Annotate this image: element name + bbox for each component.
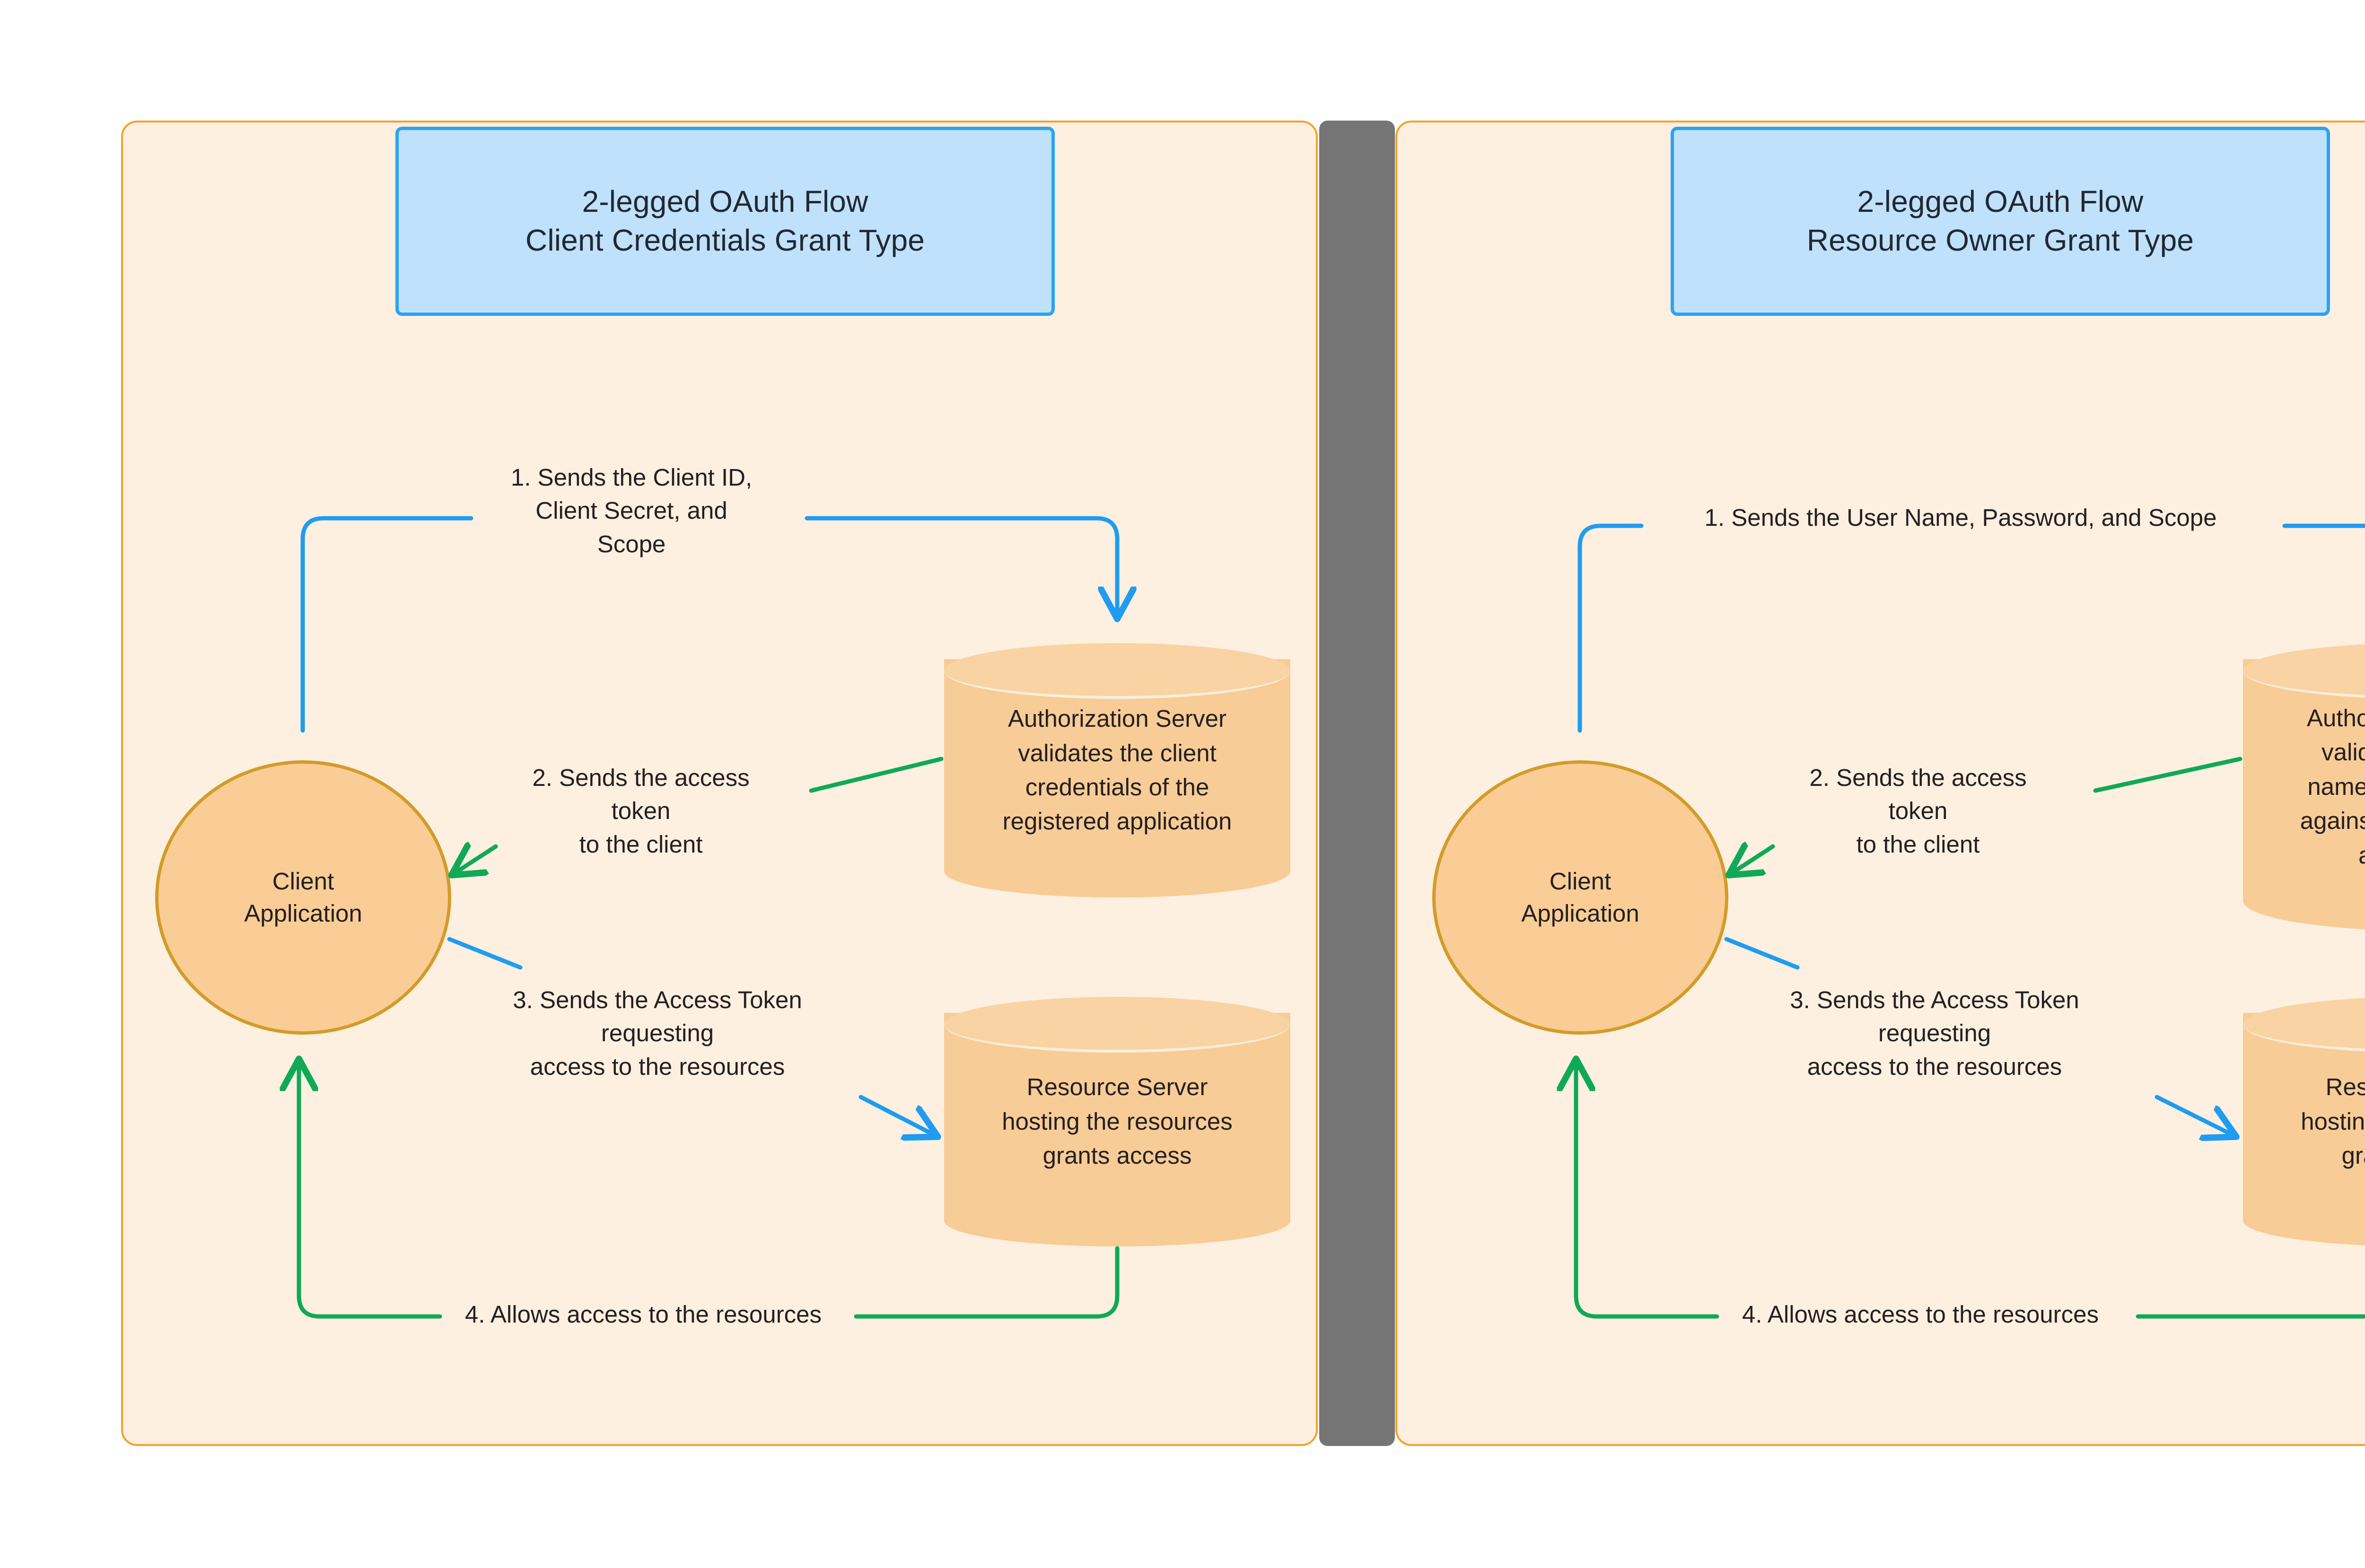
step-label-3-right: 3. Sends the Access Token requesting acc… — [1769, 984, 2100, 1083]
client-label-line-1: Client — [272, 867, 334, 895]
panel-divider — [1319, 121, 1395, 1446]
step-label-2-left: 2. Sends the access token to the client — [494, 761, 788, 861]
step3-line-3: access to the resources — [530, 1053, 785, 1080]
step3-line-3: access to the resources — [1807, 1053, 2062, 1080]
step3-line-2: requesting — [1878, 1019, 1991, 1047]
resource-server-label: Resource Server hosting the resources gr… — [2264, 997, 2365, 1246]
cylinder-top-ellipse — [944, 643, 1290, 699]
step-label-4-right: 4. Allows access to the resources — [1726, 1298, 2114, 1331]
auth-line-2: validates the user — [2321, 739, 2365, 766]
authorization-server-label: Authorization Server validates the clien… — [965, 643, 1270, 897]
step3-line-1: 3. Sends the Access Token — [1790, 986, 2079, 1013]
res-line-3: grants access — [1042, 1142, 1192, 1169]
auth-line-5: application — [2358, 838, 2365, 872]
cylinder-body — [2243, 1013, 2365, 1246]
auth-line-4: against the registered — [2300, 807, 2365, 835]
node-client-application-right: Client Application — [1432, 760, 1728, 1035]
auth-line-4: registered application — [1002, 808, 1232, 835]
step3-line-1: 3. Sends the Access Token — [513, 986, 802, 1013]
auth-line-2: validates the client — [1018, 739, 1217, 767]
title-box-resource-owner: 2-legged OAuth Flow Resource Owner Grant… — [1671, 127, 2330, 316]
step2-line-2: token — [611, 797, 671, 825]
res-line-1: Resource Server — [2325, 1073, 2365, 1101]
step-label-4-left: 4. Allows access to the resources — [449, 1298, 837, 1331]
step4-line-1: 4. Allows access to the resources — [1742, 1301, 2099, 1328]
node-authorization-server-left: Authorization Server validates the clien… — [944, 643, 1290, 897]
resource-server-label: Resource Server hosting the resources gr… — [965, 997, 1270, 1246]
auth-line-1: Authorization Server — [2306, 704, 2365, 732]
cylinder-body — [2243, 659, 2365, 931]
auth-line-1: Authorization Server — [1007, 705, 1227, 732]
node-resource-server-right: Resource Server hosting the resources gr… — [2243, 997, 2365, 1246]
cylinder-body — [944, 659, 1290, 897]
step1-line-1: 1. Sends the Client ID, — [510, 464, 753, 491]
step1-line-1: 1. Sends the User Name, Password, and Sc… — [1704, 504, 2217, 531]
res-line-1: Resource Server — [1026, 1073, 1208, 1101]
step4-line-1: 4. Allows access to the resources — [464, 1301, 822, 1328]
step2-line-1: 2. Sends the access — [532, 764, 750, 791]
res-line-2: hosting the resources — [2301, 1107, 2365, 1135]
client-label-line-2: Application — [1521, 900, 1639, 927]
step-label-2-right: 2. Sends the access token to the client — [1771, 761, 2065, 861]
step1-line-3: Scope — [597, 530, 666, 558]
auth-line-3: name and password — [2307, 773, 2365, 800]
node-resource-server-left: Resource Server hosting the resources gr… — [944, 997, 1290, 1246]
res-line-3: grants access — [2341, 1142, 2365, 1169]
title-box-client-credentials: 2-legged OAuth Flow Client Credentials G… — [395, 127, 1055, 316]
title-line-1: 2-legged OAuth Flow — [582, 184, 868, 219]
client-label-line-1: Client — [1549, 867, 1612, 895]
step1-line-2: Client Secret, and — [535, 497, 727, 524]
step-label-1-left: 1. Sends the Client ID, Client Secret, a… — [478, 461, 785, 561]
title-line-2: Resource Owner Grant Type — [1806, 223, 2194, 257]
node-authorization-server-right: Authorization Server validates the user … — [2243, 643, 2365, 931]
client-label-line-2: Application — [244, 900, 362, 927]
title-line-2: Client Credentials Grant Type — [525, 223, 925, 257]
authorization-server-label: Authorization Server validates the user … — [2264, 643, 2365, 931]
res-line-2: hosting the resources — [1002, 1107, 1233, 1135]
step2-line-2: token — [1888, 797, 1948, 825]
step-label-3-left: 3. Sends the Access Token requesting acc… — [492, 984, 823, 1083]
auth-line-3: credentials of the — [1025, 774, 1209, 801]
step-label-1-right: 1. Sends the User Name, Password, and Sc… — [1646, 501, 2275, 534]
step3-line-2: requesting — [601, 1019, 714, 1047]
cylinder-top-ellipse — [944, 997, 1290, 1053]
step2-line-1: 2. Sends the access — [1809, 764, 2027, 791]
title-line-1: 2-legged OAuth Flow — [1857, 184, 2144, 219]
step2-line-3: to the client — [1856, 830, 1980, 858]
step2-line-3: to the client — [579, 830, 703, 858]
node-client-application-left: Client Application — [155, 760, 451, 1035]
